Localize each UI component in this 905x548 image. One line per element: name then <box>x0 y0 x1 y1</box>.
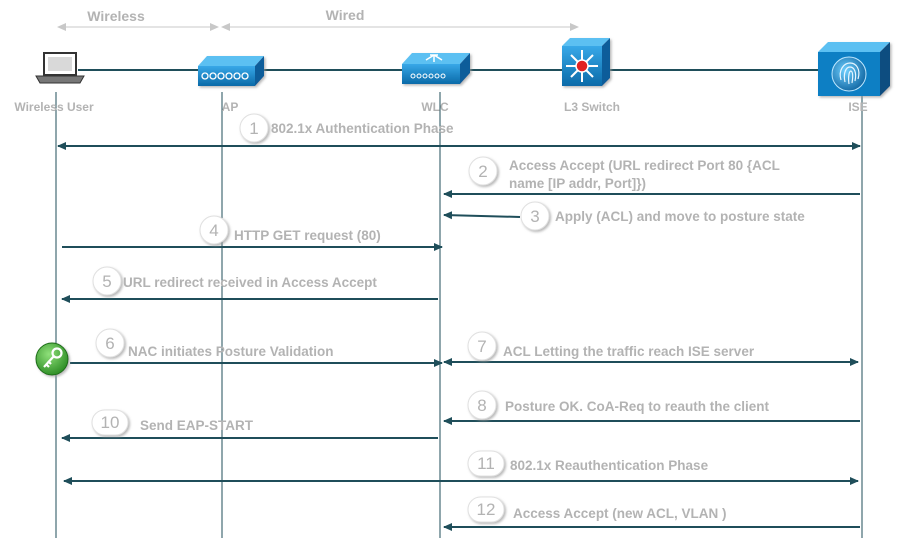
step-label-4: HTTP GET request (80) <box>234 228 381 243</box>
step-label-3: Apply (ACL) and move to posture state <box>555 209 805 224</box>
step-number: 11 <box>477 454 495 473</box>
device-label-ap: AP <box>222 100 239 114</box>
step-badge-7 <box>467 331 497 361</box>
step-badges: 1 2 3 4 5 6 7 8 10 11 12 <box>91 113 550 523</box>
wired-label: Wired <box>326 7 365 23</box>
device-label-l3-switch: L3 Switch <box>564 100 620 114</box>
step-number: 7 <box>477 337 486 356</box>
device-label-ise: ISE <box>848 100 867 114</box>
laptop-icon <box>35 52 85 84</box>
step-number: 2 <box>478 162 487 181</box>
step-number: 10 <box>101 413 120 432</box>
step-label-6: NAC initiates Posture Validation <box>128 344 334 359</box>
key-icon <box>35 342 69 376</box>
step-label-2: Access Accept (URL redirect Port 80 {ACL <box>509 158 780 173</box>
l3-switch-icon <box>562 38 610 86</box>
step-badge-4 <box>199 215 229 245</box>
step-number: 1 <box>249 119 258 138</box>
ise-fingerprint-icon <box>818 42 890 96</box>
device-label-wlc: WLC <box>421 100 449 114</box>
step-labels: 802.1x Authentication Phase Access Accep… <box>123 121 805 521</box>
segment-header: Wireless Wired <box>57 7 579 31</box>
step-badge-10 <box>91 409 129 436</box>
step-number: 3 <box>530 207 539 226</box>
step-badge-6 <box>95 328 125 358</box>
step-number: 5 <box>102 272 111 291</box>
wireless-label: Wireless <box>87 8 145 24</box>
step-badge-11 <box>467 450 505 477</box>
wireless-lan-controller-icon <box>402 53 470 84</box>
step-label-10: Send EAP-START <box>140 418 254 433</box>
step-label-1: 802.1x Authentication Phase <box>271 121 454 136</box>
step-badge-5 <box>92 266 122 296</box>
arrow-step-3 <box>443 211 521 220</box>
step-label-2-line2: name [IP addr, Port]}) <box>509 176 646 191</box>
lifelines <box>55 92 863 538</box>
step-badge-3 <box>520 201 550 231</box>
access-point-icon <box>198 56 264 86</box>
step-number: 4 <box>209 221 218 240</box>
step-badge-8 <box>467 390 497 420</box>
step-label-12: Access Accept (new ACL, VLAN ) <box>513 506 727 521</box>
step-number: 12 <box>477 500 496 519</box>
step-label-7: ACL Letting the traffic reach ISE server <box>503 344 755 359</box>
step-number: 6 <box>105 334 114 353</box>
step-label-5: URL redirect received in Access Accept <box>123 275 377 290</box>
step-label-8: Posture OK. CoA-Req to reauth the client <box>505 399 770 414</box>
message-arrows <box>57 142 861 531</box>
device-label-wireless-user: Wireless User <box>14 100 94 114</box>
step-badge-1 <box>239 113 269 143</box>
step-badge-12 <box>467 496 505 523</box>
step-number: 8 <box>477 396 486 415</box>
step-label-11: 802.1x Reauthentication Phase <box>510 458 709 473</box>
step-badge-2 <box>468 156 498 186</box>
